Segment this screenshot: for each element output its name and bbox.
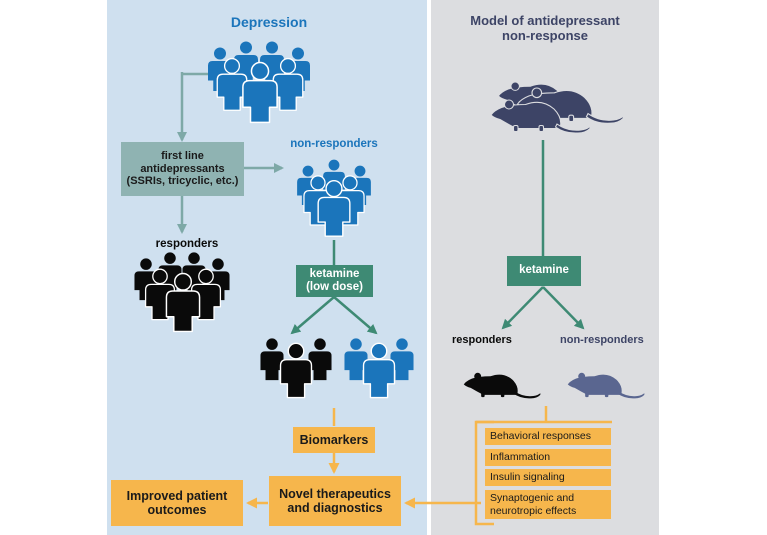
finding-inflammation: Inflammation [485,449,611,466]
non-responders-label: non-responders [290,138,378,150]
first-line-line-1: first line [161,150,204,163]
animal-model-title-line-2: non-response [502,27,588,43]
first-line-line-3: (SSRIs, tricyclic, etc.) [126,175,239,188]
responders-crowd-icon [134,252,230,333]
animal-model-title-line-1: Model of antidepressant [470,13,620,28]
novel-therapeutics-line-2: and diagnostics [287,501,383,515]
novel-therapeutics-box: Novel therapeutics and diagnostics [269,476,401,526]
ketamine-non-responders-icon [344,338,414,399]
responders-label: responders [155,238,219,250]
ketamine-low-dose-line-1: ketamine [309,267,360,280]
arrow-rat-ketamine-to-non-responders [542,286,585,330]
depression-crowd-icon [208,41,310,124]
rat-group-icon [490,81,624,134]
rat-ketamine-box: ketamine [507,256,581,286]
depression-title: Depression [230,14,308,30]
first-line-antidepressants-box: first line antidepressants (SSRIs, tricy… [121,142,244,196]
rat-responders-label: responders [452,334,512,346]
finding-insulin-signaling: Insulin signaling [485,469,611,486]
panel-divider [427,0,431,535]
arrow-rat-ketamine-to-responders [501,286,544,330]
arrow-ketamine-to-non-responders [333,296,378,335]
improved-outcomes-box: Improved patient outcomes [111,480,243,526]
rat-non-responders-label: non-responders [560,334,644,346]
finding-behavioral-responses: Behavioral responses [485,428,611,445]
finding-synaptogenic-effects: Synaptogenic and neurotropic effects [485,490,611,520]
arrow-ketamine-to-responders [290,296,335,335]
animal-model-title: Model of antidepressant non-response [445,13,645,44]
novel-therapeutics-line-1: Novel therapeutics [279,486,391,501]
non-responders-crowd-icon [297,159,371,237]
ketamine-low-dose-line-2: (low dose) [306,281,363,293]
improved-outcomes-line-1: Improved patient [126,488,228,503]
first-line-line-2: antidepressants [140,162,225,175]
responder-rat-icon [463,372,541,399]
ketamine-low-dose-box: ketamine (low dose) [296,265,373,297]
improved-outcomes-line-2: outcomes [147,503,207,517]
biomarkers-box: Biomarkers [293,427,375,453]
non-responder-rat-icon [567,372,645,399]
ketamine-responders-icon [260,338,332,399]
